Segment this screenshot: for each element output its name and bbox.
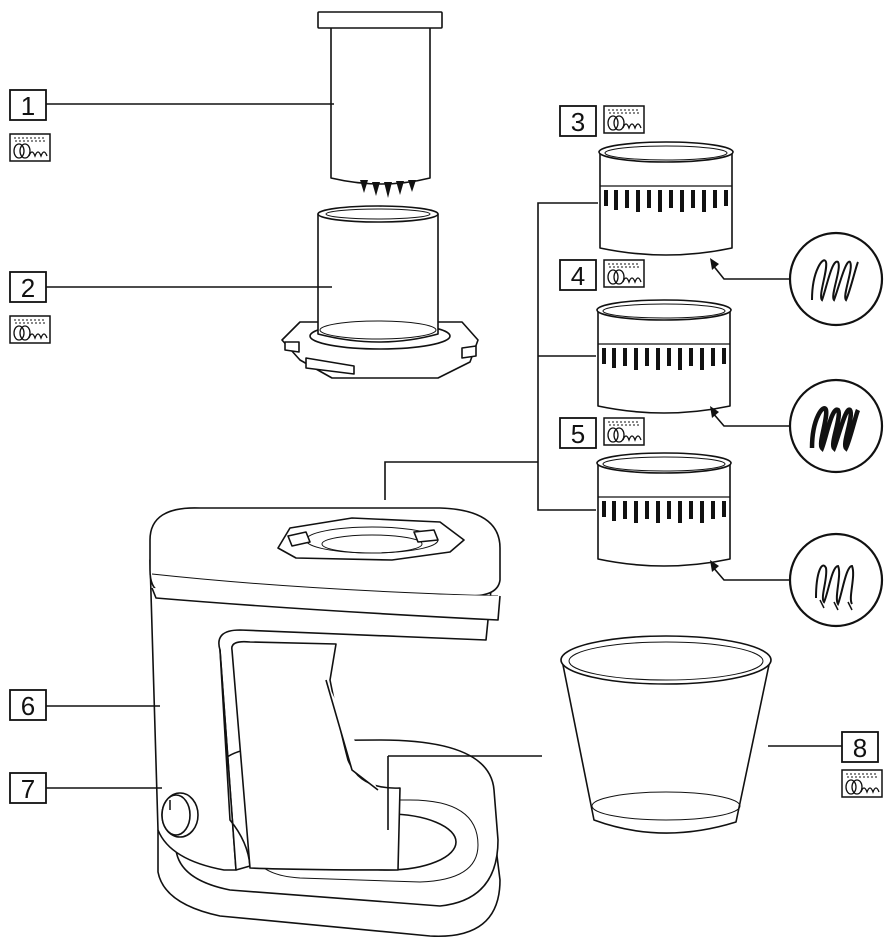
fine-spiral-cone — [599, 142, 733, 255]
label-2-number: 2 — [21, 273, 35, 303]
label-8-number: 8 — [853, 733, 867, 763]
label-2: 2 — [10, 272, 46, 303]
dishwasher-safe-icon — [842, 770, 882, 797]
thick-spiral-cut-icon — [790, 380, 882, 472]
label-5-number: 5 — [571, 419, 585, 449]
thick-spiral-cone — [597, 300, 731, 413]
feed-tube-part — [282, 206, 478, 378]
label-7: 7 — [10, 773, 46, 804]
label-4-number: 4 — [571, 261, 585, 291]
pusher-part — [318, 12, 442, 198]
label-4: 4 — [560, 260, 596, 291]
label-1: 1 — [10, 90, 46, 121]
control-knob-part — [162, 793, 198, 837]
label-6-number: 6 — [21, 691, 35, 721]
label-8: 8 — [842, 732, 878, 763]
dishwasher-safe-icon — [604, 106, 644, 133]
dishwasher-safe-icon — [604, 418, 644, 445]
fine-spiral-cut-icon — [790, 233, 882, 325]
dishwasher-safe-icon — [10, 134, 50, 161]
label-5: 5 — [560, 418, 596, 449]
ribbon-cone — [597, 453, 731, 566]
label-3: 3 — [560, 106, 596, 137]
label-3-number: 3 — [571, 107, 585, 137]
dishwasher-safe-icon — [10, 316, 50, 343]
collection-bowl-part — [561, 636, 771, 833]
label-1-number: 1 — [21, 91, 35, 121]
label-6: 6 — [10, 690, 46, 721]
ribbon-cut-icon — [790, 534, 882, 626]
motor-base-part — [150, 508, 500, 936]
label-7-number: 7 — [21, 774, 35, 804]
dishwasher-safe-icon — [604, 260, 644, 287]
